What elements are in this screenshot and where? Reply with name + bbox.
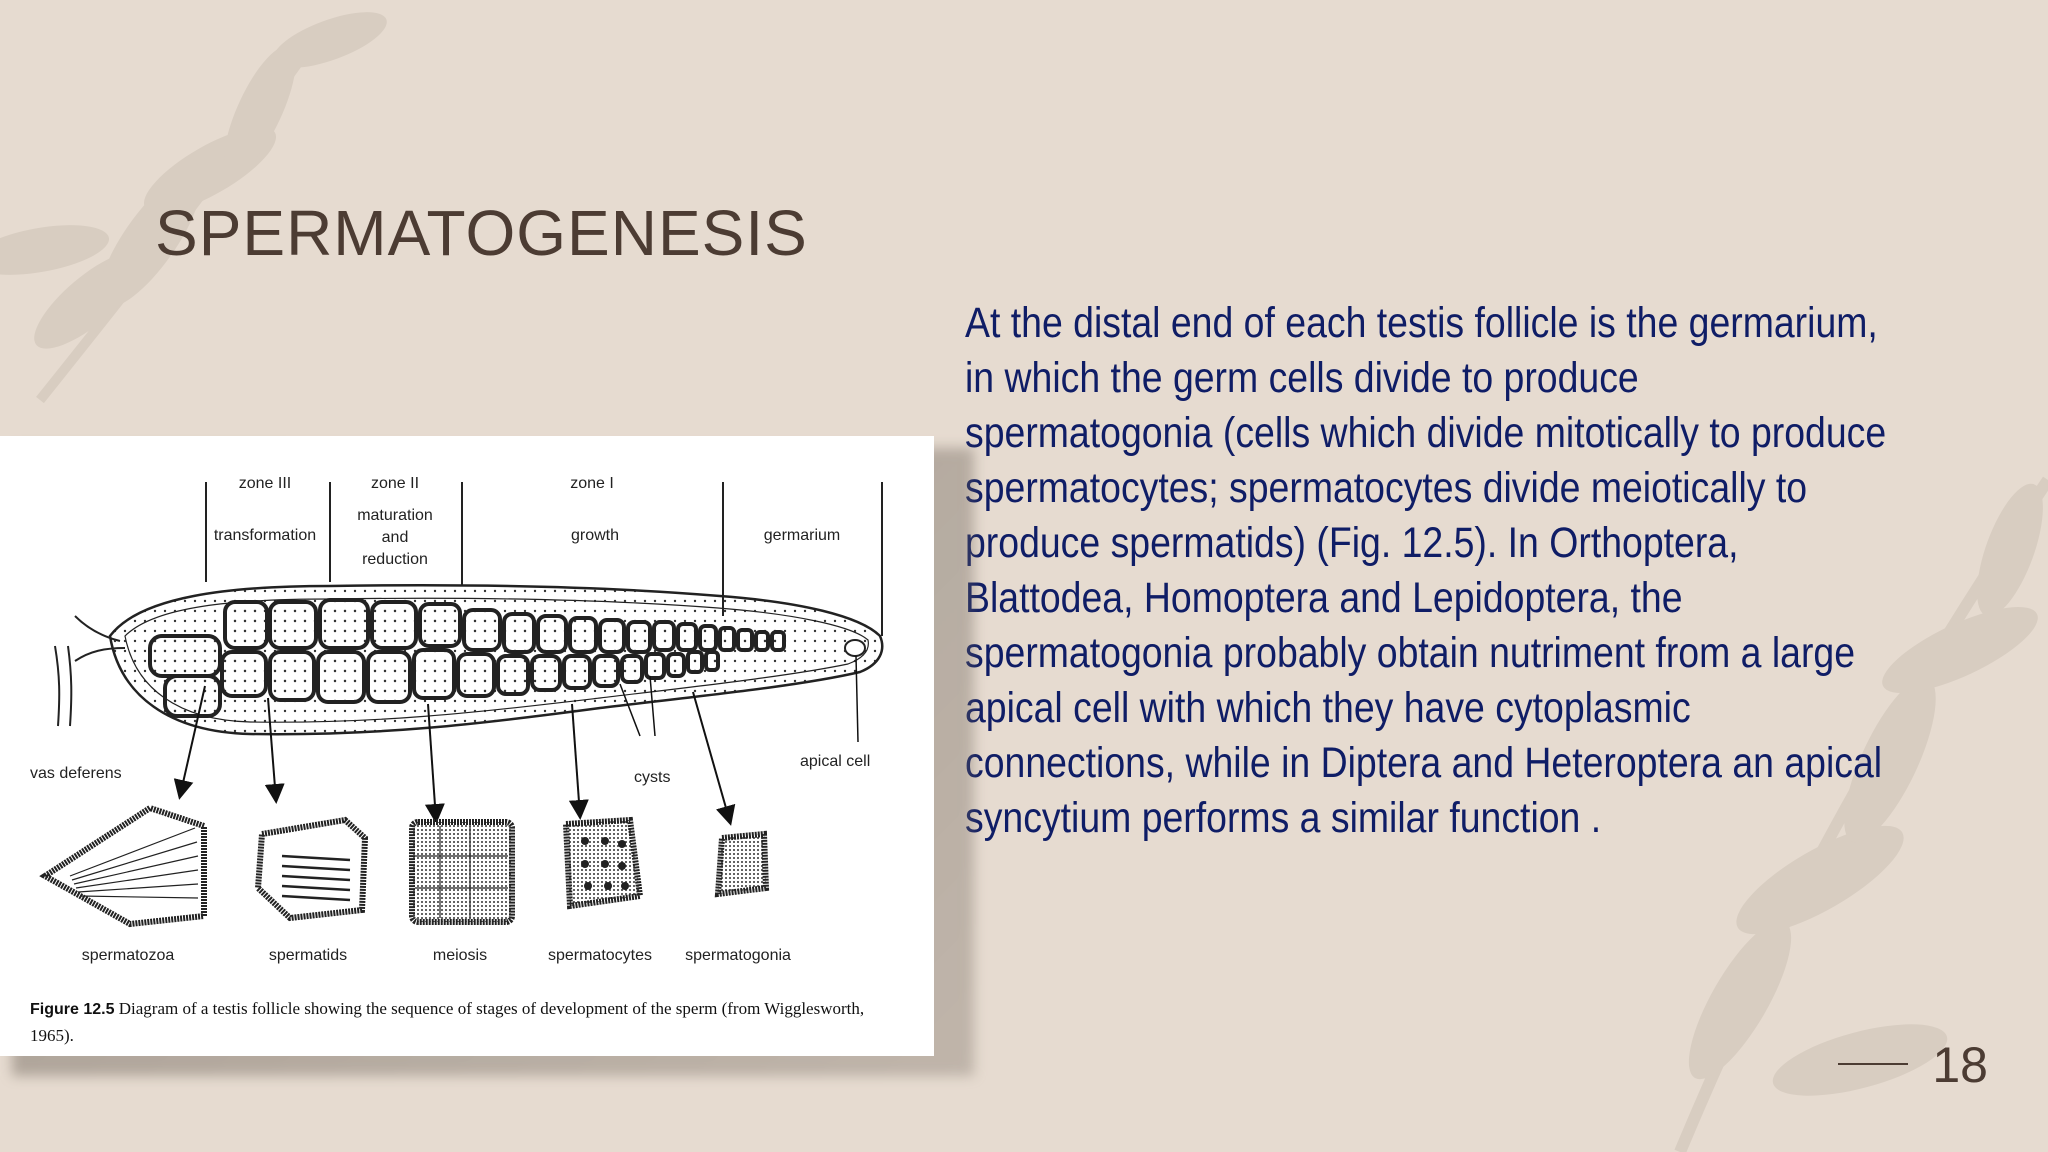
figure-caption-label: Figure 12.5 <box>30 1001 115 1018</box>
slide-body-text: At the distal end of each testis follicl… <box>965 299 1887 842</box>
leaf-decoration-bottom-right-icon <box>1674 476 2048 1152</box>
follicle-cysts <box>148 598 786 718</box>
maturation-label: maturation <box>357 507 433 524</box>
testis-follicle-figure: zone III zone II zone I transformation m… <box>0 436 934 1056</box>
zone-1-label: zone I <box>570 475 614 492</box>
meiosis-drawing <box>409 819 515 925</box>
apical-cell-label: apical cell <box>800 753 870 770</box>
page-number-divider <box>1838 1063 1908 1065</box>
stage-label-spermatocytes: spermatocytes <box>548 947 652 964</box>
vas-deferens-label: vas deferens <box>30 765 122 782</box>
cysts-label: cysts <box>634 769 670 786</box>
stage-label-spermatogonia: spermatogonia <box>685 947 791 964</box>
zone-3-label: zone III <box>239 475 291 492</box>
testis-follicle-diagram: zone III zone II zone I transformation m… <box>30 475 884 964</box>
stage-label-spermatozoa: spermatozoa <box>82 947 175 964</box>
stage-label-meiosis: meiosis <box>433 947 487 964</box>
transformation-label: transformation <box>214 527 316 544</box>
stage-arrows <box>173 685 736 826</box>
spermatozoa-drawing <box>39 804 207 928</box>
slide-title: SPERMATOGENESIS <box>155 197 808 269</box>
stage-label-spermatids: spermatids <box>269 947 347 964</box>
figure-caption-text: Diagram of a testis follicle showing the… <box>30 999 865 1045</box>
leaf-decoration-top-left-icon <box>0 12 387 404</box>
spermatids-drawing <box>254 816 369 922</box>
germarium-label: germarium <box>764 527 840 544</box>
growth-label: growth <box>571 527 619 544</box>
spermatocytes-drawing <box>562 816 644 910</box>
figure-caption: Figure 12.5 Diagram of a testis follicle… <box>30 996 910 1049</box>
apical-cell-shape <box>844 639 866 657</box>
and-label: and <box>382 529 409 546</box>
page-number: 18 <box>1932 1037 1988 1093</box>
zone-2-label: zone II <box>371 475 419 492</box>
reduction-label: reduction <box>362 551 428 568</box>
spermatogonia-drawing <box>714 830 770 898</box>
